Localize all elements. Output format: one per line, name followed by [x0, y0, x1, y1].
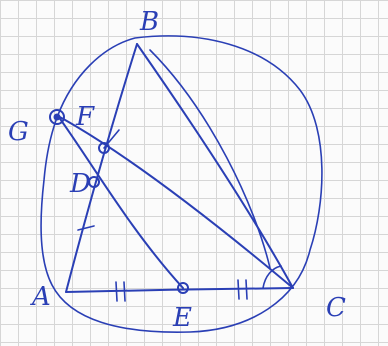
point-f: [98, 142, 110, 154]
angle-mark-c: [262, 265, 282, 289]
label-a: A: [30, 282, 51, 312]
point-d: [88, 176, 100, 188]
side-ac: [65, 287, 294, 293]
tick-ec-2: [245, 279, 248, 300]
tick-ec-1: [237, 279, 240, 300]
point-e: [177, 282, 189, 294]
point-g-center: [53, 113, 61, 121]
point-g: [49, 109, 65, 125]
tick-ae-2: [123, 281, 126, 302]
label-f: F: [75, 102, 95, 132]
label-e: E: [172, 303, 192, 333]
label-g: G: [8, 117, 29, 147]
label-b: B: [139, 7, 159, 37]
tick-ad: [77, 225, 95, 231]
circumcircle: [40, 35, 323, 333]
segment-f: [103, 129, 120, 149]
label-c: C: [326, 293, 346, 323]
tick-ae-1: [115, 281, 118, 302]
line-g-to-e: [57, 115, 184, 289]
line-g-to-c: [57, 115, 294, 289]
side-ab: [65, 43, 138, 293]
side-bc: [136, 43, 294, 289]
label-d: D: [69, 169, 91, 199]
arc-b-to-c: [149, 49, 271, 269]
